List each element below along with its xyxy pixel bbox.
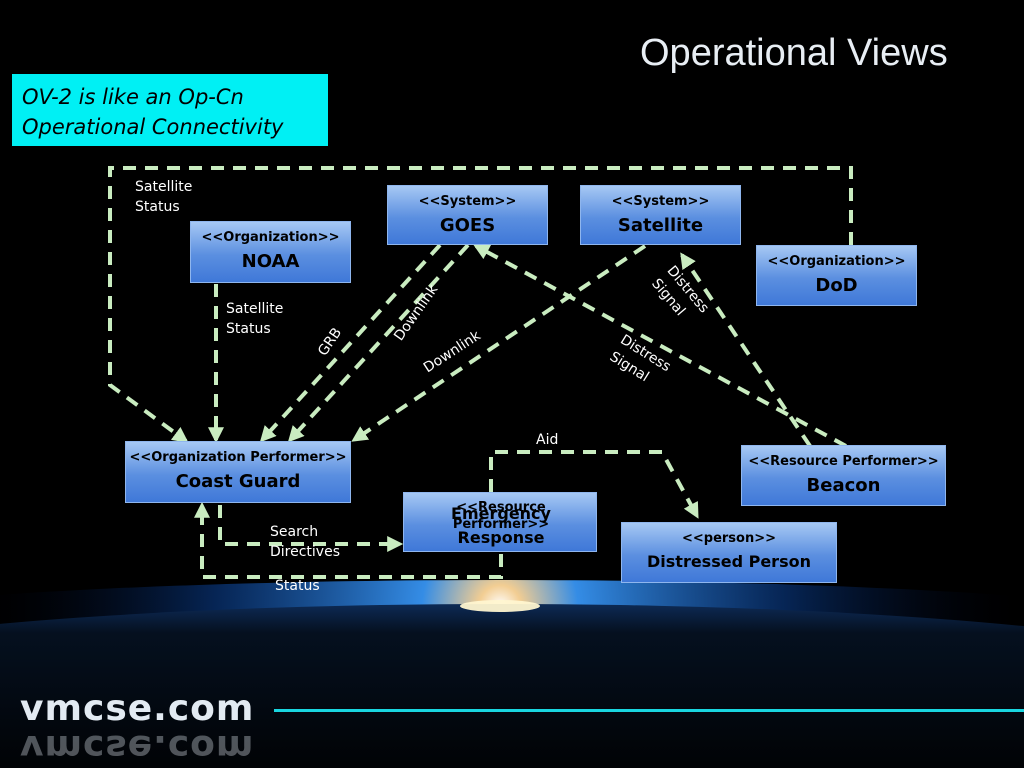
node-stereotype: <<Resource Performer>> — [452, 500, 550, 532]
node-stereotype: <<System>> — [418, 194, 517, 209]
label-line: Status — [135, 199, 180, 215]
dod-to-coastguard-connector — [108, 166, 853, 443]
label-search-directives: Search Directives — [270, 522, 340, 562]
label-line: Satellite — [226, 301, 284, 317]
note-line-2: Operational Connectivity — [22, 115, 284, 139]
note-line-1: OV-2 is like an Op-Cn — [22, 85, 244, 109]
label-aid: Aid — [536, 432, 559, 448]
slide-title: Operational Views — [640, 32, 948, 74]
beacon-to-satellite-connector — [680, 252, 812, 448]
node-stereotype: <<System>> — [611, 194, 710, 209]
node-name: Beacon — [806, 475, 881, 496]
goes-grb-connector — [259, 243, 442, 443]
label-line: Status — [226, 321, 271, 337]
logo-reflection: vmcse.com — [20, 727, 255, 768]
label-status: Status — [275, 578, 320, 594]
node-name: NOAA — [241, 251, 300, 272]
node-dod[interactable]: <<Organization>> DoD — [756, 245, 917, 306]
node-distressed-person[interactable]: <<person>> Distressed Person — [621, 522, 837, 583]
node-stereotype: <<Organization Performer>> — [129, 450, 347, 465]
beacon-to-goes-connector — [473, 244, 847, 448]
node-name: DoD — [815, 275, 858, 296]
goes-downlink-connector — [287, 243, 470, 443]
label-line: Search — [270, 524, 319, 540]
node-name: Distressed Person — [647, 552, 811, 571]
node-beacon[interactable]: <<Resource Performer>> Beacon — [741, 445, 946, 506]
node-satellite[interactable]: <<System>> Satellite — [580, 185, 741, 245]
label-line: Directives — [270, 544, 340, 560]
node-name: Satellite — [617, 215, 704, 236]
label-dod-satellite-status: Satellite Status — [135, 177, 192, 217]
node-emergency-response[interactable]: <<Resource Performer>> Emergency Respons… — [403, 492, 597, 552]
search-directives-connector — [218, 505, 404, 552]
label-noaa-satellite-status: Satellite Status — [226, 299, 283, 339]
note-callout: OV-2 is like an Op-Cn Operational Connec… — [12, 74, 328, 146]
node-goes[interactable]: <<System>> GOES — [387, 185, 548, 245]
node-stereotype: <<Resource Performer>> — [748, 454, 939, 469]
node-name-line-2: Response — [457, 528, 545, 547]
node-name: Coast Guard — [175, 471, 301, 492]
satellite-downlink-connector — [351, 244, 647, 442]
status-connector — [194, 501, 503, 579]
node-stereotype: <<person>> — [681, 531, 777, 546]
logo-text: vmcse.com — [20, 688, 255, 729]
node-name-line-1: Emergency — [451, 504, 551, 523]
footer-rule — [274, 709, 1024, 712]
node-noaa[interactable]: <<Organization>> NOAA — [190, 221, 351, 283]
node-stereotype: <<Organization>> — [767, 254, 906, 269]
node-name: GOES — [439, 215, 496, 236]
label-line: Satellite — [135, 179, 193, 195]
node-stereotype: <<Organization>> — [201, 230, 340, 245]
node-coast-guard[interactable]: <<Organization Performer>> Coast Guard — [125, 441, 351, 503]
vmcse-logo: vmcse.com vmcse.com — [20, 688, 255, 768]
emergency-aid-connector — [489, 450, 699, 519]
